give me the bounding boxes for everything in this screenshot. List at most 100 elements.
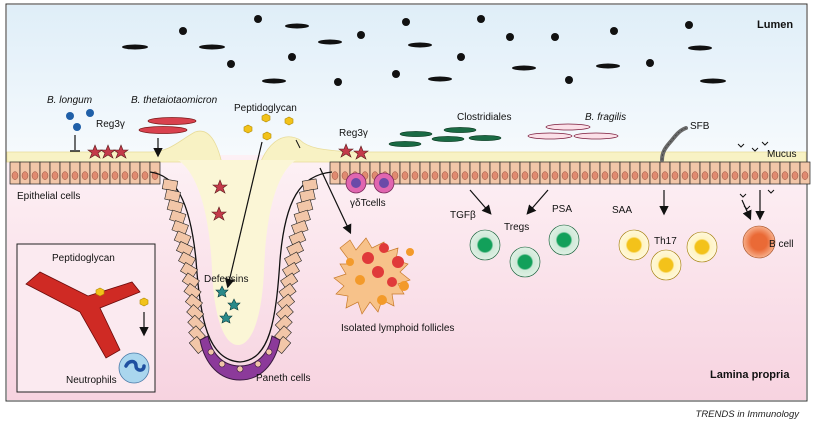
saa-label: SAA — [612, 205, 632, 216]
cell-nucleus — [31, 171, 39, 180]
sfb-segments — [661, 127, 687, 161]
cell-nucleus — [421, 171, 429, 180]
cell-nucleus — [81, 171, 89, 180]
paneth-cells — [199, 335, 281, 381]
cell-nucleus — [491, 171, 499, 180]
isolated-lymphoid-follicle — [333, 237, 414, 315]
epithelial-layer — [9, 161, 811, 185]
epithelial-cells-label: Epithelial cells — [17, 191, 80, 202]
lumen-label: Lumen — [757, 19, 793, 31]
gd-tcells-label: γδTcells — [350, 198, 386, 209]
cell-nucleus — [411, 171, 419, 180]
cell-nucleus — [121, 171, 129, 180]
crypt-cell — [186, 304, 205, 322]
neutrophil — [118, 352, 150, 384]
clostridiales-bacteria — [388, 127, 502, 147]
reg3g-left-label: Reg3γ — [96, 119, 125, 130]
lamina-propria-label: Lamina propria — [710, 369, 790, 381]
cell-nucleus — [471, 171, 479, 180]
inset-peptidoglycan-label: Peptidoglycan — [52, 253, 115, 264]
b-longum-label: B. longum — [47, 95, 92, 106]
crypt-cell — [181, 272, 200, 290]
cell-nucleus — [681, 171, 689, 180]
cell-nucleus — [111, 171, 119, 180]
defensins-label: Defensins — [204, 274, 248, 285]
reg3g-mid-label: Reg3γ — [339, 128, 368, 139]
cell-nucleus — [651, 171, 659, 180]
cell-nucleus — [731, 171, 739, 180]
cell-nucleus — [431, 171, 439, 180]
pathway-arrows — [469, 189, 765, 221]
cell-nucleus — [711, 171, 719, 180]
journal-credit: TRENDS in Immunology — [695, 409, 799, 420]
reg3g-stars-mid — [338, 143, 369, 160]
cell-nucleus — [21, 171, 29, 180]
cell-nucleus — [631, 171, 639, 180]
cell-nucleus — [661, 171, 669, 180]
b-fragilis-label: B. fragilis — [585, 112, 626, 123]
cell-nucleus — [551, 171, 559, 180]
cell-nucleus — [141, 171, 149, 180]
crypt-lumen — [178, 160, 296, 345]
clostridiales-label: Clostridiales — [457, 112, 511, 123]
cell-nucleus — [501, 171, 509, 180]
cell-nucleus — [571, 171, 579, 180]
b-longum-bacteria — [66, 109, 94, 131]
crypt-cell — [280, 272, 299, 290]
lumen-bacteria — [122, 15, 726, 86]
crypt-cell — [301, 178, 319, 192]
b-theta-label: B. thetaiotaomicron — [131, 95, 218, 106]
cell-nucleus — [341, 171, 349, 180]
cell-nucleus — [451, 171, 459, 180]
crypt-cell — [184, 293, 203, 312]
cell-nucleus — [611, 171, 619, 180]
th17-label: Th17 — [654, 236, 677, 247]
cell-nucleus — [481, 171, 489, 180]
cell-nucleus — [761, 171, 769, 180]
tgfb-label: TGFβ — [450, 210, 476, 221]
cell-nucleus — [691, 171, 699, 180]
cell-nucleus — [41, 171, 49, 180]
peptidoglycan-top-label: Peptidoglycan — [234, 103, 297, 114]
crypt-cell — [187, 314, 206, 333]
b-theta-bacteria — [138, 117, 197, 134]
antibody-marks — [737, 141, 775, 210]
crypt-cells — [161, 178, 319, 354]
sfb-label: SFB — [690, 121, 710, 132]
cell-nucleus — [621, 171, 629, 180]
reg3g-stars-left — [87, 144, 129, 159]
cell-nucleus — [51, 171, 59, 180]
cell-nucleus — [101, 171, 109, 180]
cell-nucleus — [641, 171, 649, 180]
cell-nucleus — [61, 171, 69, 180]
peptidoglycan-arrow-2 — [295, 139, 301, 149]
cell-nucleus — [401, 171, 409, 180]
tregs-label: Tregs — [504, 222, 529, 233]
crypt-cell — [183, 283, 202, 301]
cell-nucleus — [541, 171, 549, 180]
reg3g-stars-crypt — [211, 179, 228, 221]
gd-tcells — [345, 172, 395, 194]
paneth-cells-label: Paneth cells — [256, 373, 310, 384]
cell-nucleus — [791, 171, 799, 180]
isolated-follicles-label: Isolated lymphoid follicles — [341, 323, 454, 334]
peptidoglycan-top — [243, 113, 294, 141]
cell-nucleus — [801, 171, 809, 180]
th17-cells — [618, 229, 718, 281]
neutrophils-label: Neutrophils — [66, 375, 117, 386]
cell-nucleus — [331, 171, 339, 180]
cell-nucleus — [701, 171, 709, 180]
defensins-stars — [215, 285, 241, 324]
psa-label: PSA — [552, 204, 572, 215]
blood-vessel — [25, 271, 141, 359]
crypt-cell — [275, 304, 294, 322]
cell-nucleus — [391, 171, 399, 180]
peptidoglycan-arrow — [224, 141, 263, 289]
cell-nucleus — [671, 171, 679, 180]
cell-nucleus — [441, 171, 449, 180]
cell-nucleus — [751, 171, 759, 180]
cell-nucleus — [741, 171, 749, 180]
cell-nucleus — [521, 171, 529, 180]
b-cell-label: B cell — [769, 239, 793, 250]
